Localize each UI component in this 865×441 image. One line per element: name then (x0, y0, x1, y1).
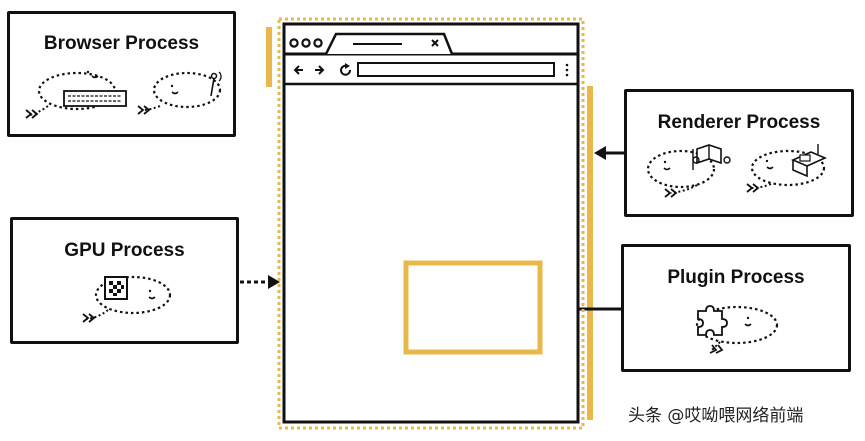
browser-process-title: Browser Process (43, 33, 200, 54)
book-icon (696, 144, 722, 165)
plugin-character-icon (695, 305, 779, 354)
tab-close-icon[interactable] (431, 39, 439, 47)
renderer-process-bracket (587, 86, 593, 420)
renderer-process-box: Renderer Process (624, 89, 854, 217)
gpu-arrow-head (268, 275, 280, 289)
gears-icon (692, 149, 731, 170)
gpu-process-dotted-boundary (277, 17, 585, 430)
browser-process-bracket (266, 27, 272, 87)
plugin-process-art (695, 305, 779, 354)
renderer-arrow-head (594, 146, 606, 160)
plugin-content-area (403, 260, 543, 355)
back-icon[interactable] (293, 65, 303, 75)
browser-process-art (25, 70, 222, 119)
address-bar[interactable] (357, 62, 555, 77)
gpu-character-icon (82, 275, 172, 323)
keyboard-icon (63, 90, 127, 107)
antenna-character-icon (137, 71, 222, 115)
gpu-process-box: GPU Process (10, 217, 239, 344)
chip-icon (104, 276, 128, 300)
window-dots-icon (289, 38, 323, 48)
gpu-process-title: GPU Process (64, 240, 185, 261)
forward-icon[interactable] (315, 65, 325, 75)
renderer-process-art (646, 144, 827, 198)
plugin-process-title: Plugin Process (667, 267, 805, 288)
more-menu-icon[interactable] (565, 63, 569, 77)
renderer-process-title: Renderer Process (657, 112, 821, 133)
watermark-text: 头条 @哎呦喂网络前端 (628, 406, 804, 426)
puzzle-piece-icon (697, 305, 728, 336)
window-frame (282, 22, 580, 424)
reload-icon[interactable] (340, 63, 351, 76)
workbench-character-icon (746, 144, 827, 193)
browser-process-box: Browser Process (7, 11, 236, 137)
plugin-process-box: Plugin Process (621, 244, 851, 372)
gpu-process-art (82, 275, 172, 323)
renderer-character-icon (646, 149, 716, 198)
